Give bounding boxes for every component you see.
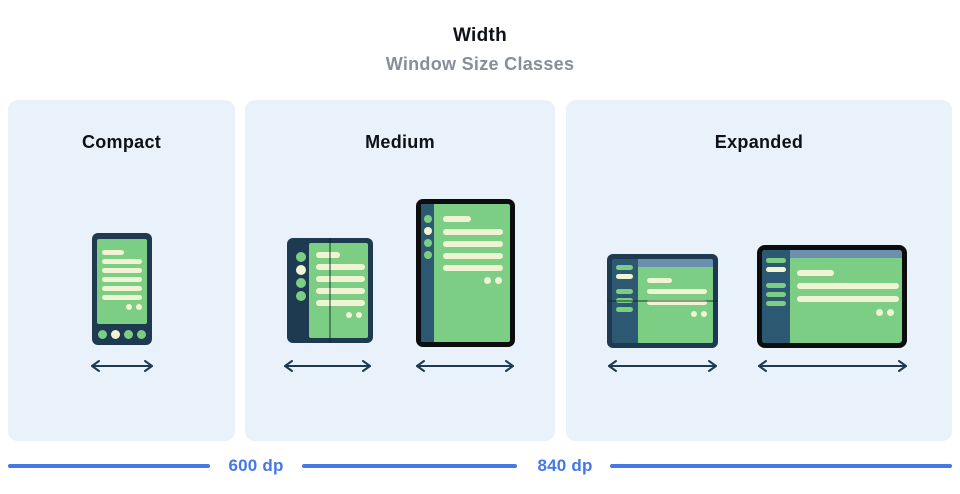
content-line bbox=[647, 300, 707, 305]
content-line bbox=[647, 278, 672, 283]
fold-line bbox=[607, 300, 718, 302]
rail-dot-icon bbox=[295, 265, 306, 275]
content-line bbox=[102, 295, 142, 300]
content-line bbox=[797, 296, 899, 302]
foldable-landscape-illustration bbox=[607, 254, 718, 348]
diagram-title: Width bbox=[452, 25, 508, 46]
sidebar-item-bar bbox=[766, 301, 786, 306]
ruler-segment bbox=[302, 464, 517, 468]
content-line bbox=[316, 288, 365, 294]
nav-rail bbox=[421, 204, 434, 342]
content-line bbox=[102, 277, 142, 282]
panel-medium: Medium bbox=[245, 100, 555, 441]
content-line bbox=[443, 229, 503, 235]
foldable-screen bbox=[309, 243, 368, 338]
nav-dot-icon bbox=[137, 330, 146, 339]
content-line bbox=[797, 283, 899, 289]
content-line bbox=[102, 286, 142, 291]
panel-compact: Compact bbox=[8, 100, 235, 441]
width-arrow-icon bbox=[413, 358, 517, 374]
sidebar-item-bar bbox=[616, 298, 633, 303]
rail-dot-icon bbox=[295, 291, 306, 301]
rail-dot-icon bbox=[295, 278, 306, 288]
width-arrow-icon bbox=[605, 358, 720, 374]
action-dots bbox=[316, 312, 368, 318]
rail-dot-icon bbox=[295, 252, 306, 262]
rail-dot-icon bbox=[423, 227, 432, 235]
ruler-segment bbox=[8, 464, 210, 468]
desktop-illustration bbox=[757, 245, 907, 348]
panel-medium-label: Medium bbox=[365, 132, 435, 152]
content-line bbox=[316, 264, 365, 270]
app-content bbox=[790, 258, 902, 343]
content-line bbox=[443, 241, 503, 247]
tablet-screen bbox=[434, 204, 510, 342]
sidebar-item-bar bbox=[766, 267, 786, 272]
sidebar-item-bar bbox=[616, 265, 633, 270]
content-line bbox=[102, 268, 142, 273]
dot-icon bbox=[346, 312, 352, 318]
nav-dot-icon bbox=[98, 330, 107, 339]
diagram-subtitle: Window Size Classes bbox=[385, 54, 575, 74]
action-dots bbox=[443, 277, 510, 284]
sidebar-item-bar bbox=[616, 307, 633, 312]
dot-icon bbox=[691, 311, 697, 317]
sidebar-item-bar bbox=[766, 258, 786, 263]
app-content bbox=[638, 267, 713, 343]
content-line bbox=[316, 300, 365, 306]
dot-icon bbox=[126, 304, 132, 310]
breakpoint-840dp-label: 840 dp bbox=[537, 456, 593, 475]
app-window bbox=[790, 250, 902, 343]
app-window bbox=[638, 259, 713, 343]
phone-screen bbox=[97, 239, 147, 324]
sidebar-item-bar bbox=[766, 292, 786, 297]
dot-icon bbox=[484, 277, 491, 284]
dot-icon bbox=[495, 277, 502, 284]
phone-navbar bbox=[97, 324, 147, 345]
fold-line bbox=[329, 238, 331, 343]
content-line bbox=[316, 252, 340, 258]
action-dots bbox=[647, 311, 713, 317]
width-arrow-icon bbox=[755, 358, 910, 374]
foldable-open-illustration bbox=[287, 238, 373, 343]
ruler-segment bbox=[610, 464, 952, 468]
sidebar-nav bbox=[612, 259, 638, 343]
dot-icon bbox=[701, 311, 707, 317]
content-line bbox=[443, 216, 471, 222]
action-dots bbox=[797, 309, 902, 316]
rail-dot-icon bbox=[423, 215, 432, 223]
width-arrow-icon bbox=[281, 358, 374, 374]
width-arrow-icon bbox=[88, 358, 156, 374]
app-topbar bbox=[638, 259, 713, 267]
nav-dot-icon bbox=[111, 330, 120, 339]
sidebar-nav bbox=[762, 250, 790, 343]
content-line bbox=[316, 276, 365, 282]
panel-expanded: Expanded bbox=[566, 100, 952, 441]
content-line bbox=[102, 250, 124, 255]
sidebar-item-bar bbox=[616, 274, 633, 279]
action-dots bbox=[102, 304, 147, 310]
content-line bbox=[443, 265, 503, 271]
sidebar-item-bar bbox=[616, 289, 633, 294]
rail-dot-icon bbox=[423, 251, 432, 259]
dot-icon bbox=[887, 309, 894, 316]
phone-illustration bbox=[92, 233, 152, 345]
panel-expanded-label: Expanded bbox=[714, 132, 804, 152]
dot-icon bbox=[136, 304, 142, 310]
breakpoint-600dp-label: 600 dp bbox=[228, 456, 284, 475]
content-line bbox=[647, 289, 707, 294]
tablet-portrait-illustration bbox=[416, 199, 515, 347]
nav-dot-icon bbox=[124, 330, 133, 339]
panel-compact-label: Compact bbox=[81, 132, 162, 152]
content-line bbox=[102, 259, 142, 264]
sidebar-item-bar bbox=[766, 283, 786, 288]
dot-icon bbox=[876, 309, 883, 316]
content-line bbox=[443, 253, 503, 259]
dot-icon bbox=[356, 312, 362, 318]
app-topbar bbox=[790, 250, 902, 258]
nav-rail bbox=[292, 243, 309, 338]
rail-dot-icon bbox=[423, 239, 432, 247]
content-line bbox=[797, 270, 834, 276]
